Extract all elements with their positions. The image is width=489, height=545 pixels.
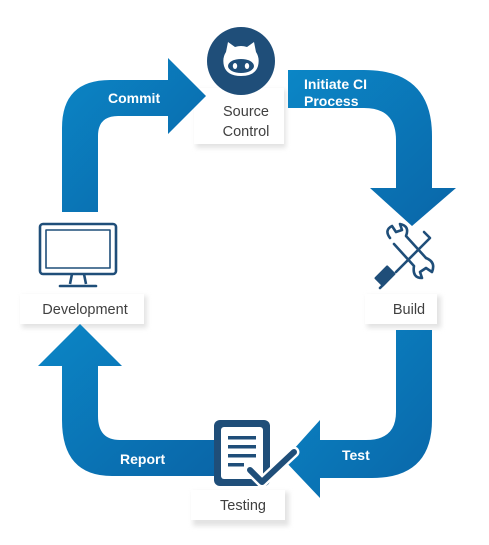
github-octocat-icon — [207, 27, 275, 95]
test-arrow — [284, 330, 432, 498]
build-label: Build — [393, 302, 425, 318]
label-plates — [20, 88, 437, 520]
initiate-ci-label-line2: Process — [304, 93, 359, 109]
checklist-icon — [214, 420, 300, 488]
development-label: Development — [42, 302, 127, 318]
source-control-label-line2: Control — [223, 124, 270, 140]
initiate-ci-label-line1: Initiate CI — [304, 76, 367, 92]
initiate-ci-arrow — [288, 70, 456, 226]
report-arrow — [38, 324, 214, 476]
testing-label: Testing — [220, 498, 266, 514]
report-label: Report — [120, 451, 165, 467]
wrench-screwdriver-icon — [374, 222, 435, 290]
source-control-label-line1: Source — [223, 104, 269, 120]
test-label: Test — [342, 447, 370, 463]
commit-label: Commit — [108, 90, 160, 106]
commit-arrow — [62, 58, 206, 212]
monitor-icon — [38, 222, 118, 288]
